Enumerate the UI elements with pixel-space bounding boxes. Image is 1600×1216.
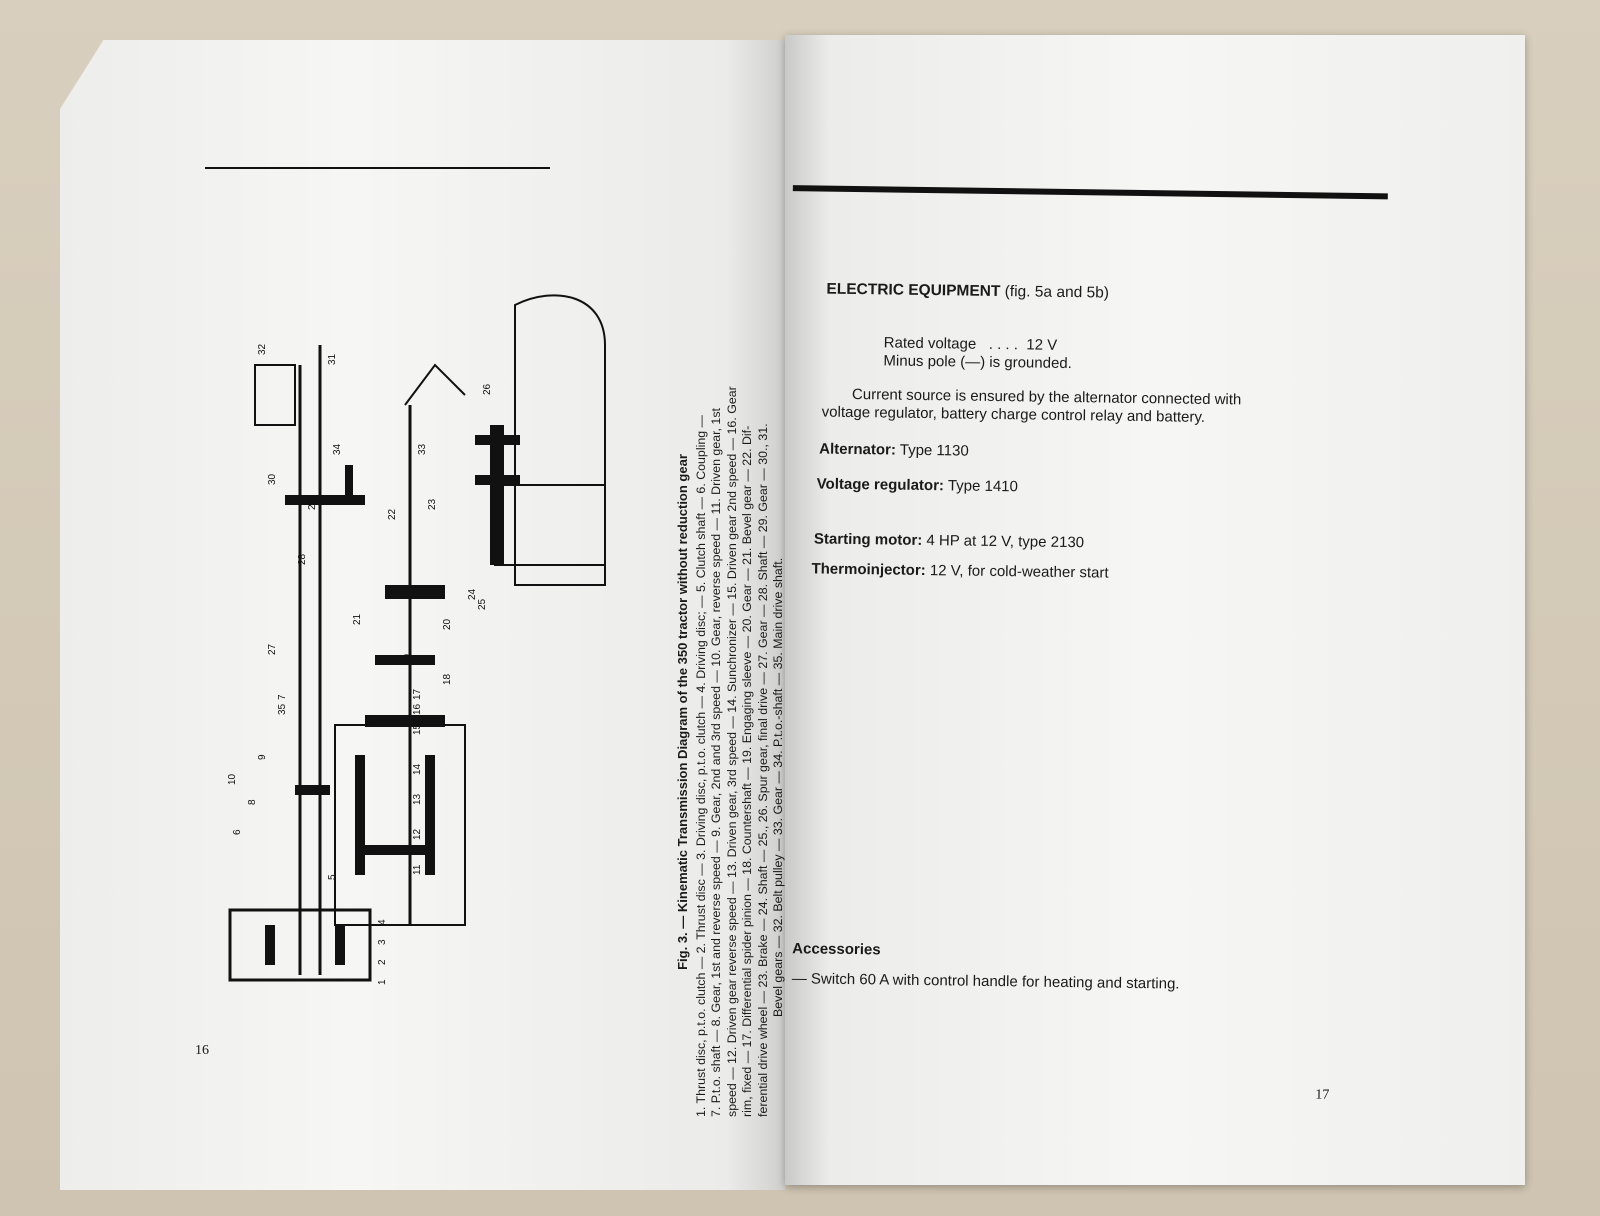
caption-line: ferential drive wheel — 23. Brake — 24. … [755, 423, 770, 1117]
accessories-item: — Switch 60 A with control handle for he… [791, 970, 1180, 993]
spec-starting-motor: Starting motor: 4 HP at 12 V, type 2130 [813, 530, 1085, 552]
diagram-label: 34 [332, 443, 343, 455]
caption-line: 1. Thrust disc, p.t.o. clutch — 2. Thrus… [693, 415, 708, 1117]
diagram-label: 3 [377, 939, 388, 945]
figure-title: Fig. 3. — Kinematic Transmission Diagram… [675, 454, 690, 970]
diagram-label: 5 [327, 874, 338, 880]
caption-line: 7. P.t.o. shaft — 8. Gear, 1st and rever… [709, 408, 723, 1117]
diagram-label: 4 [377, 919, 388, 925]
diagram-label: 30 [267, 473, 278, 485]
page-number: 16 [195, 1043, 209, 1058]
diagram-label: 12 [412, 828, 423, 840]
diagram-label: 20 [442, 618, 453, 630]
diagram-label: 6 [232, 829, 243, 835]
diagram-label: 33 [417, 443, 428, 455]
diagram-label: 21 [352, 613, 363, 625]
diagram-label: 29 [307, 498, 318, 510]
minus-pole: Minus pole (—) is grounded. [883, 352, 1072, 373]
diagram-label: 35 [277, 703, 288, 715]
caption-line: speed — 12. Driven gear reverse speed — … [724, 386, 739, 1117]
spec-thermoinjector: Thermoinjector: 12 V, for cold-weather s… [811, 560, 1109, 582]
diagram-label: 22 [387, 508, 398, 520]
diagram-label: 13 [412, 793, 423, 805]
diagram-label: 18 [442, 673, 453, 685]
transmission-diagram: 1234567891011121314151617181920212223242… [227, 294, 606, 985]
diagram-label: 14 [412, 763, 423, 775]
diagram-label: 2 [377, 959, 388, 965]
spec-alternator: Alternator: Type 1130 [819, 440, 969, 460]
diagram-label: 17 [412, 688, 423, 700]
diagram-label: 19 [402, 653, 413, 665]
diagram-label: 10 [227, 773, 238, 785]
right-page: ELECTRIC EQUIPMENT (fig. 5a and 5b) Rate… [785, 35, 1525, 1185]
diagram-label: 28 [297, 553, 308, 565]
diagram-label: 24 [467, 588, 478, 600]
diagram-label: 32 [257, 343, 268, 355]
diagram-label: 26 [482, 383, 493, 395]
diagram-label: 27 [267, 643, 278, 655]
diagram-label: 9 [257, 754, 268, 760]
page-number: 17 [1315, 1087, 1330, 1103]
accessories-heading: Accessories [792, 940, 881, 959]
rated-voltage: Rated voltage . . . . 12 V [883, 334, 1058, 354]
diagram-label: 7 [277, 694, 288, 700]
spec-voltage-regulator: Voltage regulator: Type 1410 [816, 475, 1019, 496]
diagram-label: 11 [412, 864, 423, 875]
diagram-label: 1 [377, 979, 388, 985]
caption-line: rim, fixed — 17. Differential spider pin… [740, 425, 754, 1117]
diagram-label: 8 [247, 799, 258, 805]
diagram-label: 15 [412, 723, 423, 735]
diagram-label: 25 [477, 598, 488, 610]
top-rule [205, 167, 550, 169]
section-heading: ELECTRIC EQUIPMENT (fig. 5a and 5b) [826, 280, 1110, 302]
diagram-label: 16 [412, 703, 423, 715]
diagram-label: 23 [427, 498, 438, 510]
diagram-label: 31 [327, 353, 338, 365]
top-rule [792, 185, 1388, 200]
